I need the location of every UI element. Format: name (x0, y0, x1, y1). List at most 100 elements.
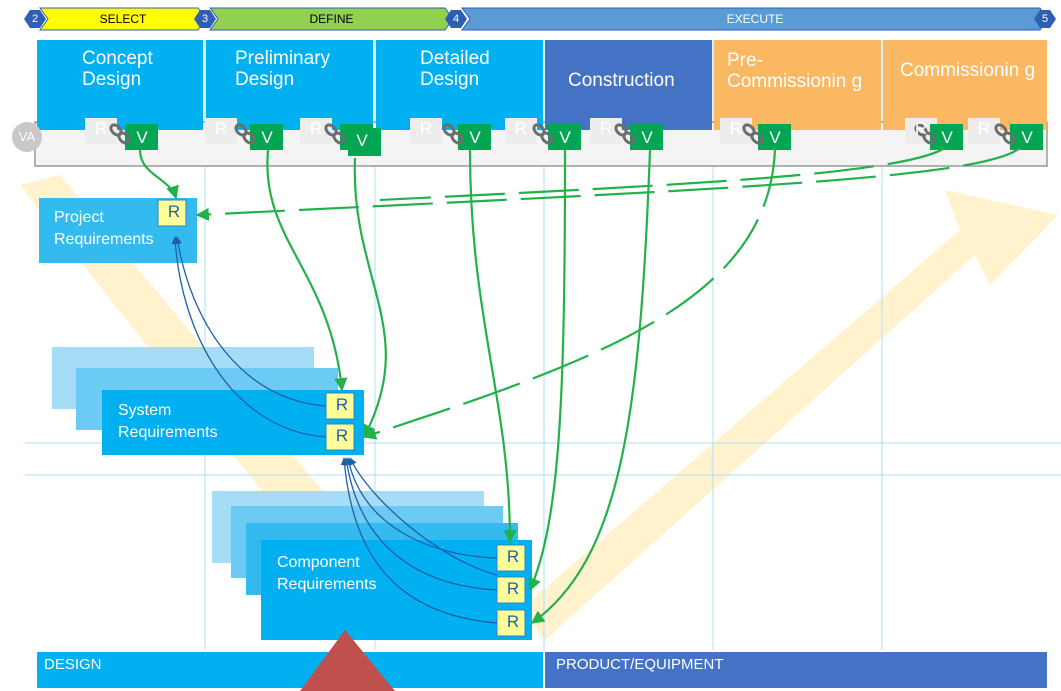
system-requirements-box (102, 390, 364, 455)
phase-define-label: DEFINE (309, 12, 354, 26)
system-requirements-line1: System (118, 402, 172, 419)
phase-select-chevron (39, 7, 207, 31)
phase-number-5: 5 (1041, 13, 1049, 25)
project-requirements-line2: Requirements (54, 231, 154, 248)
r-badge-letter: R (977, 119, 991, 138)
stage-box-commissioning (883, 40, 1047, 130)
link-icons (109, 123, 1016, 145)
v-badge-letter: V (769, 128, 781, 147)
project-requirements-line1: Project (54, 209, 104, 226)
stage-label: Preliminary Design (235, 48, 331, 90)
v-badge-letter: V (136, 128, 148, 147)
stage-box-detailed (376, 40, 543, 130)
r-badge-letter: R (167, 202, 181, 221)
trace-arrow (345, 457, 498, 559)
verify-arrow (528, 149, 567, 592)
r-badge-letter: R (599, 119, 613, 138)
product-bar (545, 652, 1047, 688)
phase-number-5-marker (1034, 10, 1056, 28)
r-badge-letter: R (506, 612, 520, 631)
phase-number-4: 4 (452, 13, 460, 25)
verify-arrow (266, 149, 348, 392)
component-r-badge-2 (496, 576, 526, 604)
stage-headers (37, 40, 1047, 130)
v-badge-letter: V (641, 128, 653, 147)
trace-arrow (349, 457, 498, 576)
stage-box-precommissioning (714, 40, 881, 130)
trace-arrow (174, 236, 327, 407)
link-icon (109, 123, 131, 145)
stage-box-construction (545, 40, 712, 130)
link-icon (532, 123, 554, 145)
system-requirements-line2: Requirements (118, 424, 218, 441)
verify-arrow (530, 149, 652, 624)
project-requirements-label: Project Requirements (54, 207, 174, 251)
r-badge-letter: R (94, 119, 108, 138)
link-icon (742, 123, 764, 145)
product-equipment-label: PRODUCT/EQUIPMENT (556, 656, 724, 673)
v-badge-letter: V (559, 128, 571, 147)
rv-pair-construction-1 (505, 118, 581, 150)
r-badge-letter: R (506, 579, 520, 598)
r-badge-letter: R (506, 547, 520, 566)
link-icon (914, 123, 936, 145)
component-requirements-line2: Requirements (277, 576, 377, 593)
link-icon (614, 123, 636, 145)
requirement-r-badges (157, 199, 526, 637)
stage-commissioning: Commissionin g (900, 52, 1040, 120)
r-badge-letter: R (729, 119, 743, 138)
v-badge-letter: V (469, 128, 481, 147)
v-badge-letter: V (1021, 128, 1033, 147)
r-badge-letter: R (914, 119, 928, 138)
component-requirements-box (261, 540, 532, 640)
project-r-badge (157, 199, 187, 227)
link-icon (994, 123, 1016, 145)
phase-number-2-marker (24, 10, 46, 28)
phase-define-chevron (209, 7, 454, 31)
phase-execute-chevron (461, 7, 1049, 31)
trace-arrow (171, 236, 327, 438)
system-requirements-label: System Requirements (118, 400, 218, 444)
bottom-triangle-marker (300, 630, 395, 691)
stage-label: Concept Design (82, 48, 153, 90)
verify-arrows-green (138, 147, 1021, 624)
trace-arrow (340, 457, 498, 624)
stage-detailed-design: Detailed Design (420, 40, 530, 130)
verify-arrow (468, 149, 517, 544)
stage-label: Construction (568, 70, 675, 91)
trace-arrows-blue (171, 236, 498, 624)
stage-label: Commissionin g (900, 60, 1036, 81)
v-badge-letter: V (261, 128, 273, 147)
r-badge-letter: R (335, 395, 349, 414)
verify-arrow (353, 157, 387, 439)
design-bar (37, 652, 543, 688)
design-label: DESIGN (44, 656, 102, 673)
phase-number-2: 2 (31, 13, 39, 25)
phase-bar (24, 7, 1056, 31)
stage-construction: Construction (568, 62, 698, 152)
link-icon (234, 123, 256, 145)
system-r-badge-2 (325, 423, 355, 451)
verify-arrow (379, 147, 946, 202)
link-icon (324, 123, 346, 145)
phase-number-4-marker (445, 10, 467, 28)
r-badge-letter: R (309, 119, 323, 138)
r-badge-letter: R (214, 119, 228, 138)
rv-pair-commissioning-1 (905, 118, 963, 150)
r-badge-letter: R (419, 119, 433, 138)
v-badge-letter: V (941, 128, 953, 147)
rv-pair-preliminary-1 (205, 118, 283, 150)
stage-box-preliminary (206, 40, 373, 130)
stage-label: Detailed Design (420, 48, 490, 90)
stage-concept-design: Concept Design (82, 40, 202, 130)
rv-pair-detailed (410, 118, 491, 150)
verify-arrow (138, 149, 179, 200)
trace-arrow (343, 457, 498, 591)
component-requirements-line1: Component (277, 554, 360, 571)
phase-number-3: 3 (201, 13, 209, 25)
stage-box-concept (37, 40, 203, 130)
background-arrow-right (520, 190, 1058, 640)
r-badge-letter: R (514, 119, 528, 138)
